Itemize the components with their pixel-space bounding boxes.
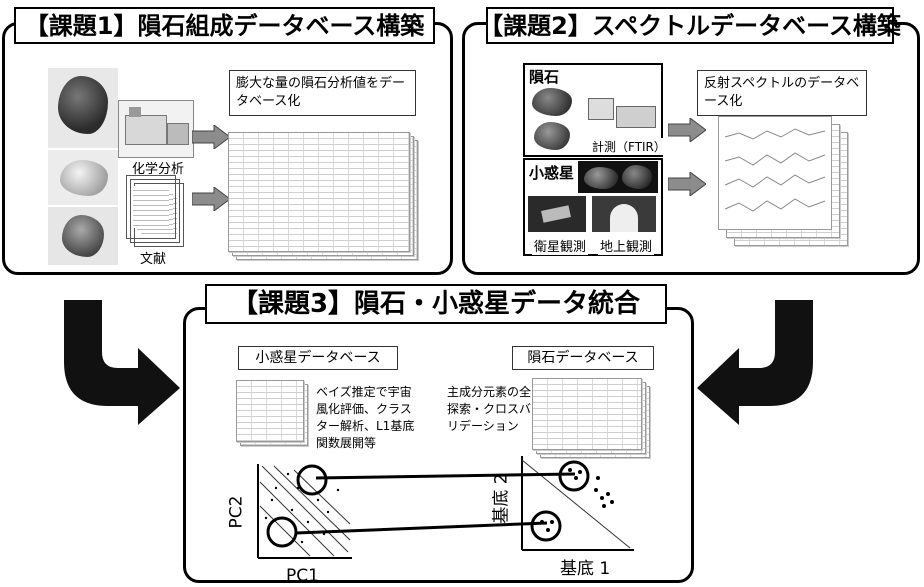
satellite-label: 衛星観測 [532, 236, 589, 255]
task1-title: 【課題1】隕石組成データベース構築 [14, 7, 435, 44]
cluster-link-line [315, 466, 576, 480]
meteorite-sample-1 [532, 88, 572, 116]
arrow-right-icon [192, 187, 230, 211]
left-plot-ylabel: PC2 [226, 495, 247, 529]
meteorite-sample-2 [534, 122, 570, 150]
right-plot-xlabel: 基底 1 [560, 559, 611, 579]
task3-title: 【課題3】隕石・小惑星データ統合 [205, 284, 667, 324]
literature-label: 文献 [138, 248, 169, 267]
database-sheet [228, 132, 410, 252]
chemical-analysis-label: 化学分析 [130, 158, 187, 177]
satellite-image [528, 196, 586, 232]
right-method-text: 主成分元素の全探索・クロスバリデーション [447, 385, 532, 433]
meteorite-db-label: 隕石データベース [512, 346, 654, 370]
meteorite-photo-2 [48, 150, 118, 205]
asteroid-db-sheet [236, 380, 304, 442]
arrow-right-icon [668, 172, 706, 196]
big-curved-arrow-right-icon [694, 300, 819, 425]
meteorite-photo-1 [48, 68, 118, 148]
task1-description: 膨大な量の隕石分析値をデータベース化 [229, 70, 416, 116]
left-plot-xlabel: PC1 [286, 566, 319, 586]
chemical-analysis-photo [118, 100, 194, 158]
asteroid-label: 小惑星 [527, 162, 577, 183]
big-curved-arrow-left-icon [58, 300, 183, 425]
spectrum-sheet [718, 116, 832, 230]
meteorite-label: 隕石 [527, 66, 562, 87]
task2-description: 反射スペクトルのデータベース化 [697, 70, 867, 116]
observatory-image [592, 196, 656, 232]
arrow-right-icon [668, 118, 706, 142]
meteorite-photo-3 [48, 207, 118, 265]
literature-doc-1 [126, 175, 176, 239]
task2-title: 【課題2】スペクトルデータベース構築 [479, 7, 901, 44]
cluster-link-line [295, 520, 548, 536]
measurement-label: 計測（FTIR） [590, 138, 668, 155]
asteroid-image [578, 161, 658, 193]
left-method-text: ベイズ推定で宇宙風化評価、クラスター解析、L1基底関数展開等 [316, 385, 415, 450]
asteroid-db-label: 小惑星データベース [238, 346, 398, 370]
ground-label: 地上観測 [598, 236, 655, 255]
arrow-right-icon [192, 125, 230, 149]
pc-scatter-plot [254, 460, 354, 566]
meteorite-db-sheet [532, 378, 642, 450]
basis-scatter-plot [518, 452, 636, 556]
ftir-instrument [588, 96, 656, 134]
